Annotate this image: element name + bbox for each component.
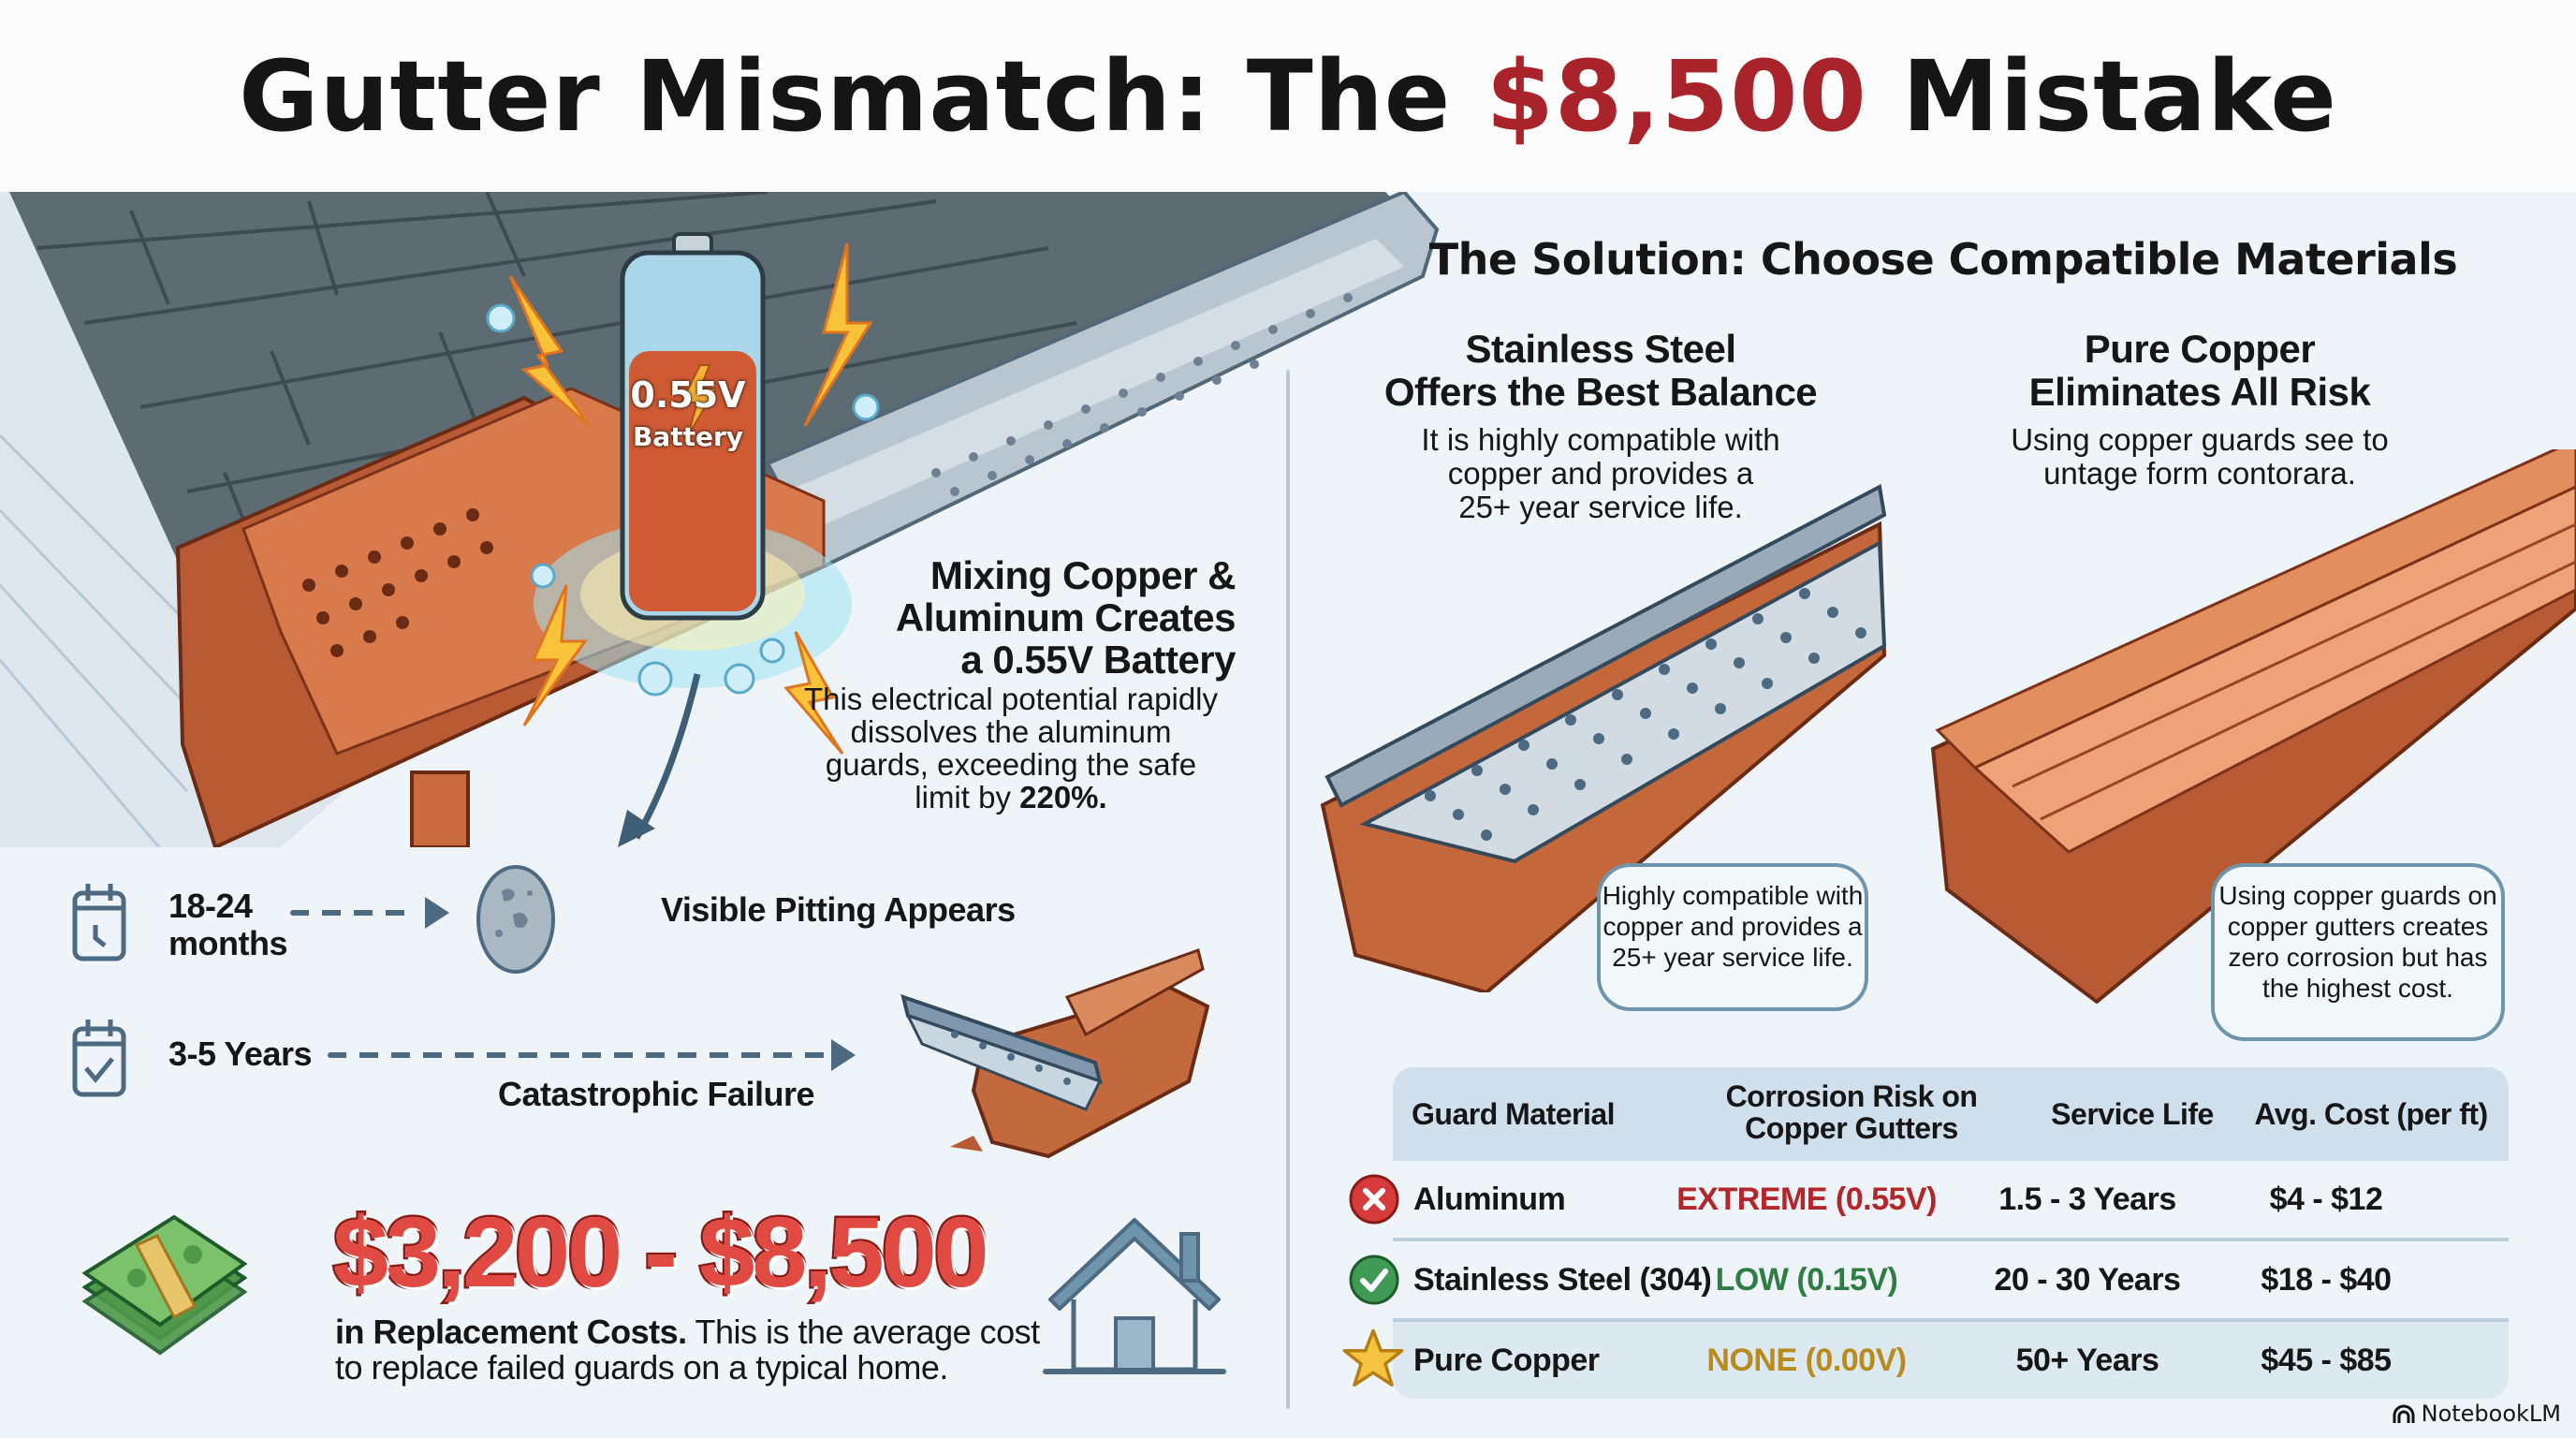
problem-title: Mixing Copper & Aluminum Creates a 0.55V… (895, 553, 1237, 682)
row-risk: EXTREME (0.55V) (1676, 1181, 1937, 1217)
money-stack-icon (81, 1214, 248, 1356)
col-header-avg-cost: Avg. Cost (per ft) (2254, 1097, 2488, 1131)
notebooklm-logo-icon (2393, 1404, 2415, 1423)
replacement-cost-range: $3,200 - $8,500 (331, 1196, 992, 1311)
arrow-head-2 (831, 1039, 856, 1071)
replacement-cost-description: in Replacement Costs. This is the averag… (335, 1313, 1040, 1387)
section-divider (1286, 370, 1290, 1409)
timeline-arrow-1 (290, 910, 416, 916)
pitted-metal-disc-icon (476, 865, 555, 974)
row-cost: $4 - $12 (2269, 1181, 2383, 1217)
option-pure-copper-title: Pure Copper Eliminates All Risk (2028, 327, 2371, 414)
row-risk: NONE (0.00V) (1706, 1343, 1907, 1378)
option-stainless-steel-title: Stainless Steel Offers the Best Balance (1383, 327, 1818, 414)
title-accent-amount: $8,500 (1486, 39, 1867, 154)
house-icon (1043, 1218, 1226, 1374)
battery-word-label: Battery (632, 421, 744, 452)
option-stainless-steel-desc: It is highly compatible with copper and … (1421, 422, 1780, 524)
row-cost: $18 - $40 (2261, 1262, 2392, 1298)
col-header-material: Guard Material (1412, 1097, 1616, 1131)
check-circle-icon (1349, 1255, 1399, 1305)
problem-explanation: Mixing Copper & Aluminum Creates a 0.55V… (786, 553, 1237, 814)
battery-voltage-label: 0.55V (630, 374, 746, 416)
calendar-clock-icon (72, 884, 126, 961)
row-material: Aluminum (1413, 1181, 1566, 1217)
timeline-event-2: Catastrophic Failure (498, 1075, 815, 1113)
table-row: Aluminum EXTREME (0.55V) 1.5 - 3 Years $… (1348, 1161, 2509, 1238)
timeline-duration-1: 18-24 months (168, 887, 288, 962)
row-divider (1393, 1318, 2509, 1322)
safe-limit-percent: 220%. (1019, 780, 1107, 814)
timeline-event-1: Visible Pitting Appears (661, 890, 1016, 929)
table-row: Pure Copper NONE (0.00V) 50+ Years $45 -… (1342, 1322, 2509, 1399)
solution-title: The Solution: Choose Compatible Material… (1428, 234, 2458, 285)
roof-gutter-battery-illustration (0, 192, 1440, 847)
stainless-steel-callout: Highly compatible with copper and provid… (1597, 863, 1868, 1011)
row-material: Pure Copper (1413, 1343, 1600, 1378)
page-title: Gutter Mismatch: The $8,500 Mistake (239, 39, 2337, 154)
row-cost: $45 - $85 (2261, 1343, 2392, 1378)
row-divider (1393, 1238, 2509, 1241)
option-pure-copper-desc: Using copper guards see to untage form c… (2011, 422, 2389, 491)
row-life: 1.5 - 3 Years (1998, 1181, 2176, 1217)
col-header-service-life: Service Life (2051, 1097, 2214, 1131)
pure-copper-callout: Using copper guards on copper gutters cr… (2211, 863, 2505, 1041)
row-life: 20 - 30 Years (1994, 1262, 2181, 1298)
star-icon (1342, 1328, 1404, 1387)
row-risk: LOW (0.15V) (1715, 1262, 1898, 1298)
pure-copper-guard-illustration (1930, 449, 2576, 1005)
problem-body: This electrical potential rapidly dissol… (803, 682, 1219, 814)
notebooklm-brand: NotebookLM (2392, 1401, 2561, 1427)
col-header-corrosion-risk: Corrosion Risk on Copper Gutters (1725, 1079, 1978, 1145)
table-header-row: Guard Material Corrosion Risk on Copper … (1393, 1067, 2509, 1161)
arrow-head-1 (425, 897, 449, 929)
broken-gutter-icon (900, 948, 1210, 1159)
row-life: 50+ Years (2015, 1343, 2159, 1378)
calendar-check-icon (72, 1020, 126, 1097)
header-band (0, 0, 2576, 192)
timeline-arrow-2 (328, 1052, 833, 1058)
table-row: Stainless Steel (304) LOW (0.15V) 20 - 3… (1348, 1241, 2509, 1318)
stainless-steel-guard-illustration (1320, 483, 1887, 992)
row-material: Stainless Steel (304) (1413, 1262, 1712, 1298)
timeline-duration-2: 3-5 Years (168, 1034, 312, 1073)
x-circle-icon (1349, 1174, 1399, 1225)
